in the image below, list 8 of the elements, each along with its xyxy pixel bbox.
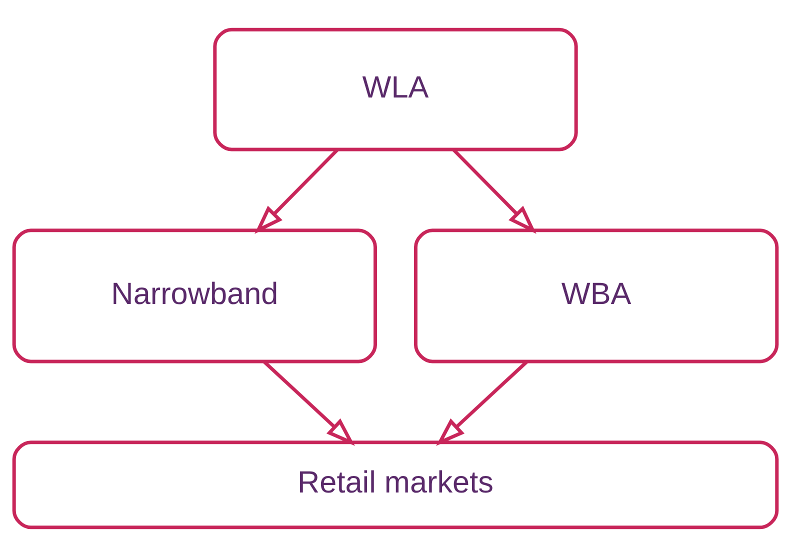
node-box: WBA <box>414 228 779 363</box>
node-box: Narrowband <box>12 228 378 363</box>
arrow <box>263 360 355 446</box>
node-box: Retail markets <box>12 440 779 529</box>
arrow <box>254 148 339 234</box>
node-box: WLA <box>213 27 578 151</box>
arrow <box>436 360 528 446</box>
arrow <box>452 148 536 234</box>
